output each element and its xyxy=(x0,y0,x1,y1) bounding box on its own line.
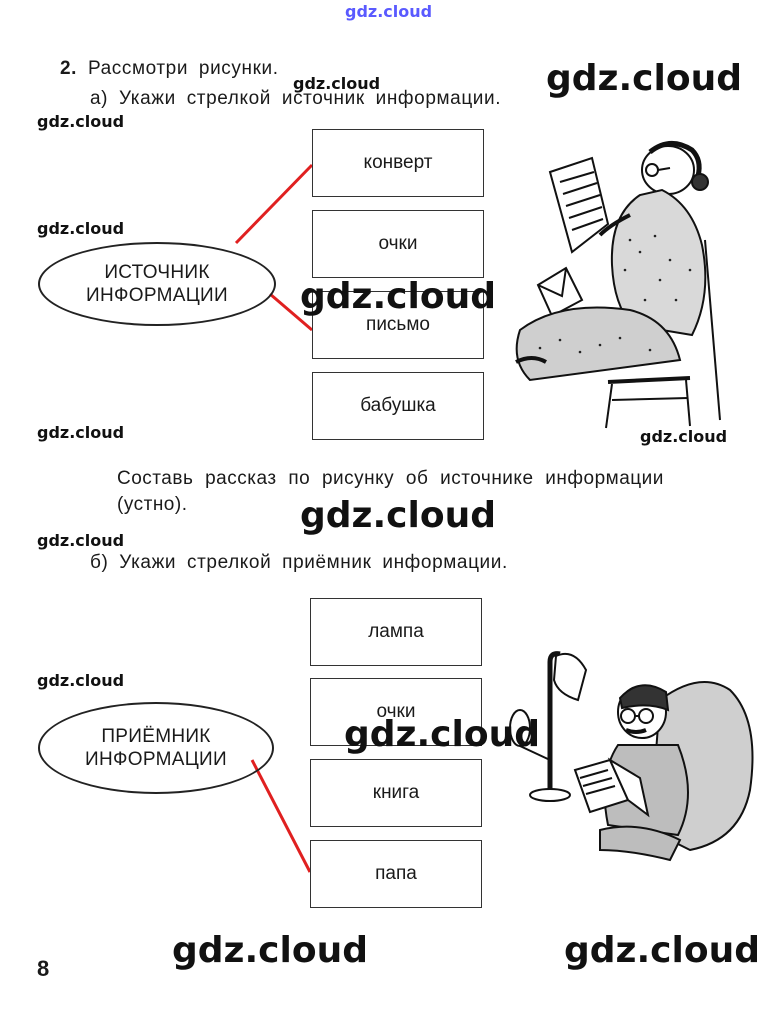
page-number: 8 xyxy=(37,956,49,982)
watermark: gdz.cloud xyxy=(37,531,124,550)
watermark: gdz.cloud xyxy=(172,930,368,971)
watermark: gdz.cloud xyxy=(37,423,124,442)
watermark: gdz.cloud xyxy=(300,276,496,317)
watermark: gdz.cloud xyxy=(546,58,742,99)
watermark: gdz.cloud xyxy=(293,74,380,93)
watermark: gdz.cloud xyxy=(344,714,540,755)
watermark: gdz.cloud xyxy=(37,219,124,238)
watermark: gdz.cloud xyxy=(37,671,124,690)
watermark: gdz.cloud xyxy=(300,495,496,536)
watermark: gdz.cloud xyxy=(564,930,760,971)
watermark: gdz.cloud xyxy=(37,112,124,131)
watermark: gdz.cloud xyxy=(640,427,727,446)
